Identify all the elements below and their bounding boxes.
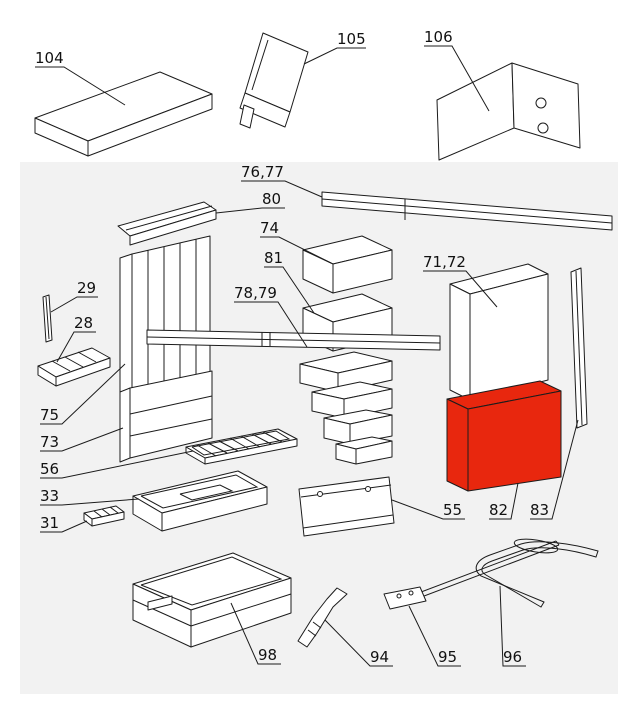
part-83-drawing — [570, 267, 588, 429]
part-label-80: 80 — [262, 190, 281, 208]
part-31-drawing — [83, 505, 125, 527]
leader-line-104 — [35, 66, 126, 106]
leader-line-81 — [264, 266, 315, 314]
part-label-75: 75 — [40, 406, 59, 424]
part-82-side-face — [446, 398, 469, 492]
part-label-73: 73 — [40, 433, 59, 451]
leader-line-105 — [303, 47, 366, 65]
stepped-brick-stack-drawing — [299, 351, 393, 465]
part-label-96: 96 — [503, 648, 522, 666]
part-label-104: 104 — [35, 49, 64, 67]
part-label-98: 98 — [258, 646, 277, 664]
part-label-28: 28 — [74, 314, 93, 332]
part-98-drawing — [132, 552, 292, 648]
part-78-79-drawing — [146, 329, 441, 351]
leader-line-98 — [230, 602, 281, 665]
part-73-drawing — [119, 370, 213, 463]
leader-line-73 — [40, 427, 124, 452]
part-label-81: 81 — [264, 249, 283, 267]
part-104-drawing — [34, 71, 213, 157]
part-29-drawing — [42, 294, 53, 343]
part-80-drawing — [117, 201, 217, 246]
part-75-drawing — [119, 235, 211, 399]
leader-line-33 — [40, 498, 140, 506]
part-label-83: 83 — [530, 501, 549, 519]
part-label-33: 33 — [40, 487, 59, 505]
leader-line-56 — [40, 450, 194, 479]
part-label-82: 82 — [489, 501, 508, 519]
part-label-31: 31 — [40, 514, 59, 532]
part-label-95: 95 — [438, 648, 457, 666]
leader-line-82 — [489, 482, 519, 520]
leader-line-106 — [424, 45, 490, 112]
part-55-drawing — [298, 476, 395, 537]
leader-line-78-79 — [234, 301, 308, 348]
leader-line-83 — [530, 419, 579, 520]
part-label-71-72: 71,72 — [423, 253, 466, 271]
part-label-74: 74 — [260, 219, 279, 237]
leader-line-28 — [56, 331, 96, 363]
leader-line-75 — [40, 363, 126, 425]
leader-line-29 — [50, 296, 98, 313]
leader-line-80 — [215, 207, 285, 214]
part-71-72-drawing — [449, 263, 549, 401]
part-label-106: 106 — [424, 28, 453, 46]
part-label-105: 105 — [337, 30, 366, 48]
part-label-78-79: 78,79 — [234, 284, 277, 302]
leader-line-55 — [391, 499, 465, 520]
leader-line-95 — [408, 605, 461, 667]
part-96-drawing — [475, 538, 599, 608]
part-label-94: 94 — [370, 648, 389, 666]
part-label-29: 29 — [77, 279, 96, 297]
part-105-drawing — [239, 32, 309, 129]
part-95-drawing — [383, 540, 560, 610]
part-label-76-77: 76,77 — [241, 163, 284, 181]
leader-line-31 — [40, 520, 88, 533]
part-74-drawing — [302, 235, 393, 294]
leader-line-71-72 — [423, 270, 498, 308]
leader-line-74 — [260, 236, 332, 264]
part-28-drawing — [37, 347, 111, 387]
leader-line-76-77 — [241, 180, 323, 198]
part-33-drawing — [132, 470, 268, 532]
part-label-55: 55 — [443, 501, 462, 519]
leader-line-96 — [499, 585, 526, 667]
part-label-56: 56 — [40, 460, 59, 478]
part-82-front-face — [467, 390, 562, 492]
part-106-drawing — [436, 62, 581, 161]
part-82-drawing-highlighted — [446, 380, 562, 492]
part-94-drawing — [297, 587, 348, 648]
part-76-77-drawing — [321, 191, 613, 231]
leader-line-94 — [324, 619, 393, 667]
